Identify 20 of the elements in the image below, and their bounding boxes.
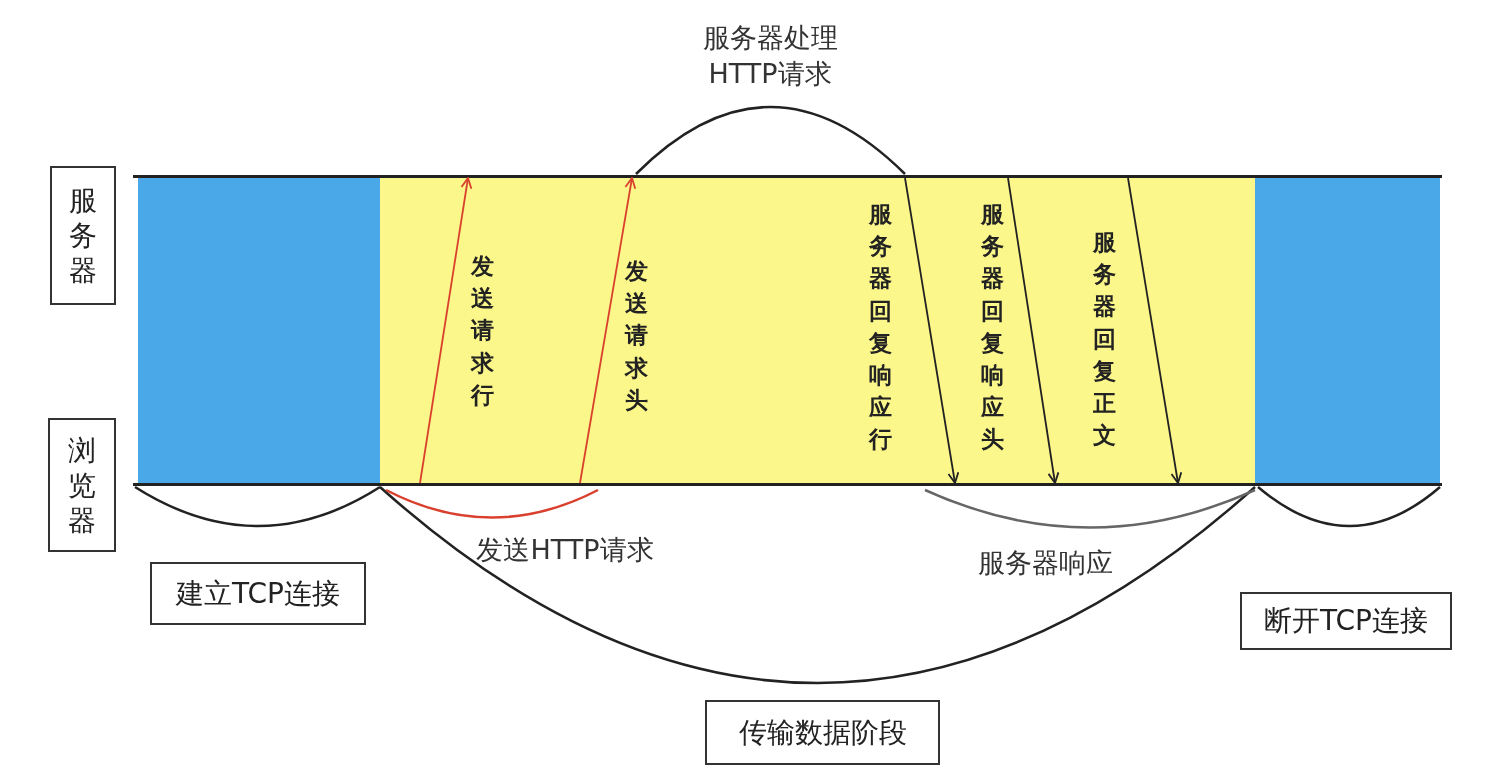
edge-label: 发送请求头 — [624, 257, 650, 415]
timeline-line — [133, 483, 1442, 486]
edge-label: 发送请求行 — [470, 252, 496, 410]
edge-label: 服务器回复响应头 — [980, 200, 1006, 455]
edge-label: 服务器回复正文 — [1092, 228, 1118, 451]
arrow — [419, 177, 473, 484]
arrow — [579, 177, 637, 484]
phase-label: 传输数据阶段 — [705, 700, 940, 765]
annotation: 服务器处理 HTTP请求 — [701, 21, 839, 92]
annotation: 服务器响应 — [976, 546, 1114, 580]
arrow — [904, 177, 960, 484]
arrow — [1007, 177, 1060, 484]
arrow — [1127, 177, 1183, 484]
phase-label: 建立TCP连接 — [150, 562, 366, 625]
edge-label: 服务器回复响应行 — [868, 200, 894, 455]
timeline-line — [133, 175, 1442, 178]
phase-label: 断开TCP连接 — [1240, 592, 1452, 650]
lane-label: 浏览器 — [48, 418, 116, 552]
annotation: 发送HTTP请求 — [475, 533, 655, 567]
lane-label: 服务器 — [50, 166, 116, 305]
